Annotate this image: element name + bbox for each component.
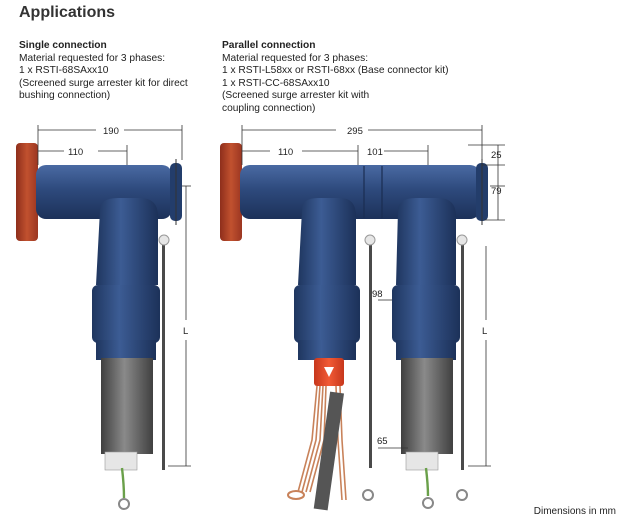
single-connection-text: Single connection Material requested for… bbox=[19, 40, 188, 103]
single-connection-heading: Single connection bbox=[19, 40, 107, 51]
parallel-connector bbox=[220, 143, 488, 511]
parallel-bushing bbox=[220, 143, 242, 241]
single-dim-110: 110 bbox=[68, 147, 83, 158]
single-dim-L: L bbox=[183, 326, 188, 337]
parallel-dim-101: 101 bbox=[367, 147, 383, 158]
single-line-4: bushing connection) bbox=[19, 90, 111, 102]
single-sleeve bbox=[92, 285, 160, 343]
single-line-3: (Screened surge arrester kit for direct bbox=[19, 77, 188, 89]
single-arrester bbox=[101, 358, 153, 454]
page-title: Applications bbox=[19, 4, 116, 21]
parallel-dim-110: 110 bbox=[278, 147, 293, 158]
single-dimensions bbox=[37, 125, 191, 467]
parallel-dim-65: 65 bbox=[377, 436, 388, 447]
parallel-dim-79: 79 bbox=[491, 186, 502, 197]
parallel-line-5: coupling connection) bbox=[222, 102, 316, 114]
single-line-2: 1 x RSTI-68SAxx10 bbox=[19, 65, 109, 77]
parallel-dim-98: 98 bbox=[372, 289, 383, 300]
parallel-arrester bbox=[401, 358, 453, 454]
parallel-line-3: 1 x RSTI-CC-68SAxx10 bbox=[222, 77, 330, 89]
parallel-line-1: Material requested for 3 phases: bbox=[222, 52, 369, 64]
parallel-line-2: 1 x RSTI-L58xx or RSTI-68xx (Base connec… bbox=[222, 65, 449, 77]
parallel-connection-text: Parallel connection Material requested f… bbox=[222, 40, 448, 116]
parallel-dim-25: 25 bbox=[491, 150, 502, 161]
single-line-1: Material requested for 3 phases: bbox=[19, 52, 166, 64]
single-connector bbox=[16, 143, 182, 510]
parallel-dim-295: 295 bbox=[347, 126, 363, 137]
parallel-line-4: (Screened surge arrester kit with bbox=[222, 90, 370, 102]
single-elbow bbox=[96, 198, 158, 285]
single-dim-190: 190 bbox=[103, 126, 119, 137]
dimensions-note: Dimensions in mm bbox=[533, 506, 616, 517]
parallel-connection-heading: Parallel connection bbox=[222, 40, 316, 51]
parallel-dimensions bbox=[241, 125, 505, 467]
parallel-dim-L: L bbox=[482, 326, 487, 337]
single-bushing bbox=[16, 143, 38, 241]
